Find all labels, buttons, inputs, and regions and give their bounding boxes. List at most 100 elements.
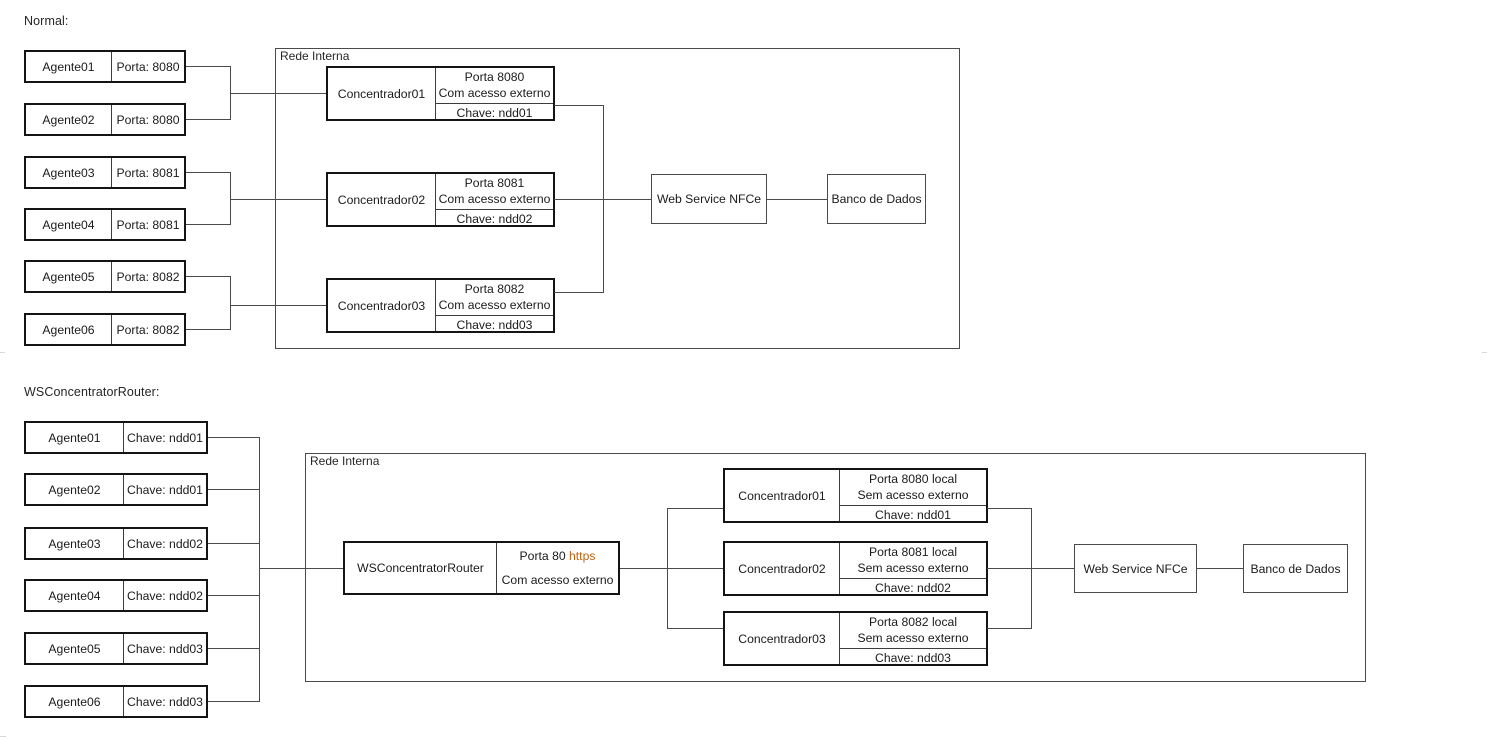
concentrator-box[interactable]: Concentrador01 Porta 8080 local Sem aces… bbox=[723, 468, 988, 523]
web-service-label: Web Service NFCe bbox=[656, 192, 762, 206]
section-heading-router: WSConcentratorRouter: bbox=[24, 385, 160, 399]
agent-name: Agente05 bbox=[26, 262, 112, 291]
connector bbox=[1197, 568, 1243, 569]
concentrator-box[interactable]: Concentrador02 Porta 8081 Com acesso ext… bbox=[326, 172, 555, 227]
agent-key: Chave: ndd01 bbox=[127, 430, 203, 445]
connector bbox=[208, 701, 260, 702]
connector bbox=[230, 93, 326, 94]
concentrator-port: Porta 8082 local bbox=[868, 615, 958, 629]
connector bbox=[186, 276, 231, 277]
section-heading-normal: Normal: bbox=[24, 14, 69, 28]
connector bbox=[186, 119, 231, 120]
connector bbox=[667, 628, 724, 629]
agent-box[interactable]: Agente05 Porta: 8082 bbox=[24, 260, 186, 293]
connector bbox=[186, 172, 231, 173]
agent-port: Porta: 8080 bbox=[116, 112, 180, 127]
connector bbox=[208, 543, 260, 544]
agent-box[interactable]: Agente02 Porta: 8080 bbox=[24, 103, 186, 136]
connector bbox=[208, 648, 260, 649]
connector bbox=[186, 66, 231, 67]
connector bbox=[208, 595, 260, 596]
agent-port: Porta: 8082 bbox=[116, 322, 180, 337]
agent-name: Agente06 bbox=[26, 315, 112, 344]
agent-box[interactable]: Agente03 Chave: ndd02 bbox=[24, 527, 208, 560]
database-label: Banco de Dados bbox=[1250, 561, 1341, 576]
network-boundary-router bbox=[305, 453, 1366, 682]
connector bbox=[230, 199, 326, 200]
agent-name: Agente04 bbox=[26, 210, 112, 239]
router-box[interactable]: WSConcentratorRouter Porta 80 https Com … bbox=[343, 541, 620, 595]
agent-key: Chave: ndd02 bbox=[127, 536, 203, 551]
agent-box[interactable]: Agente04 Porta: 8081 bbox=[24, 208, 186, 241]
agent-box[interactable]: Agente06 Chave: ndd03 bbox=[24, 685, 208, 718]
connector bbox=[554, 105, 604, 106]
connector bbox=[1031, 568, 1075, 569]
page-edge-mark bbox=[0, 736, 6, 737]
agent-port: Porta: 8082 bbox=[116, 269, 180, 284]
database-box[interactable]: Banco de Dados bbox=[827, 174, 926, 224]
database-label: Banco de Dados bbox=[831, 192, 922, 206]
agent-box[interactable]: Agente01 Porta: 8080 bbox=[24, 50, 186, 83]
connector bbox=[186, 224, 231, 225]
concentrator-name: Concentrador02 bbox=[725, 543, 840, 594]
concentrator-port: Porta 8080 bbox=[464, 70, 525, 84]
connector bbox=[259, 568, 344, 569]
concentrator-box[interactable]: Concentrador03 Porta 8082 local Sem aces… bbox=[723, 611, 988, 666]
connector bbox=[667, 568, 724, 569]
concentrator-key: Chave: ndd03 bbox=[456, 317, 533, 332]
connector bbox=[259, 437, 260, 702]
connector bbox=[987, 628, 1032, 629]
concentrator-port: Porta 8081 bbox=[464, 176, 525, 190]
concentrator-key: Chave: ndd01 bbox=[875, 507, 951, 522]
agent-box[interactable]: Agente03 Porta: 8081 bbox=[24, 156, 186, 189]
agent-name: Agente06 bbox=[26, 687, 124, 716]
database-box[interactable]: Banco de Dados bbox=[1243, 544, 1348, 593]
connector bbox=[620, 568, 668, 569]
concentrator-name: Concentrador01 bbox=[328, 68, 436, 119]
agent-box[interactable]: Agente05 Chave: ndd03 bbox=[24, 632, 208, 665]
concentrator-access: Com acesso externo bbox=[438, 192, 551, 206]
router-access: Com acesso externo bbox=[501, 572, 614, 587]
concentrator-key: Chave: ndd03 bbox=[875, 650, 951, 665]
agent-name: Agente05 bbox=[26, 634, 124, 663]
agent-name: Agente03 bbox=[26, 158, 112, 187]
concentrator-name: Concentrador03 bbox=[328, 280, 436, 331]
network-boundary-label-normal: Rede Interna bbox=[278, 49, 353, 63]
agent-key: Chave: ndd01 bbox=[127, 482, 203, 497]
concentrator-port: Porta 8082 bbox=[464, 282, 525, 296]
network-boundary-label-router: Rede Interna bbox=[308, 454, 383, 468]
web-service-box[interactable]: Web Service NFCe bbox=[1074, 544, 1197, 593]
concentrator-key: Chave: ndd02 bbox=[456, 211, 533, 226]
agent-name: Agente02 bbox=[26, 105, 112, 134]
agent-port: Porta: 8081 bbox=[116, 217, 180, 232]
agent-port: Porta: 8081 bbox=[116, 165, 180, 180]
concentrator-box[interactable]: Concentrador01 Porta 8080 Com acesso ext… bbox=[326, 66, 555, 121]
agent-box[interactable]: Agente01 Chave: ndd01 bbox=[24, 421, 208, 454]
connector bbox=[186, 329, 231, 330]
concentrator-access: Sem acesso externo bbox=[857, 561, 969, 575]
page-edge-mark bbox=[0, 352, 5, 353]
concentrator-access: Sem acesso externo bbox=[857, 631, 969, 645]
concentrator-box[interactable]: Concentrador02 Porta 8081 local Sem aces… bbox=[723, 541, 988, 596]
agent-name: Agente01 bbox=[26, 52, 112, 81]
agent-key: Chave: ndd03 bbox=[127, 641, 203, 656]
connector bbox=[230, 276, 231, 330]
concentrator-box[interactable]: Concentrador03 Porta 8082 Com acesso ext… bbox=[326, 278, 555, 333]
router-port-protocol: https bbox=[569, 548, 596, 563]
network-boundary-normal bbox=[275, 48, 960, 349]
connector bbox=[987, 508, 1032, 509]
connector bbox=[667, 508, 724, 509]
page-edge-mark bbox=[1482, 352, 1487, 353]
concentrator-name: Concentrador03 bbox=[725, 613, 840, 664]
web-service-box[interactable]: Web Service NFCe bbox=[651, 174, 767, 224]
concentrator-port: Porta 8081 local bbox=[868, 545, 958, 559]
router-port: Porta 80 https bbox=[520, 549, 596, 564]
agent-port: Porta: 8080 bbox=[116, 59, 180, 74]
concentrator-port: Porta 8080 local bbox=[868, 472, 958, 486]
concentrator-name: Concentrador01 bbox=[725, 470, 840, 521]
agent-box[interactable]: Agente06 Porta: 8082 bbox=[24, 313, 186, 346]
agent-box[interactable]: Agente04 Chave: ndd02 bbox=[24, 579, 208, 612]
connector bbox=[230, 305, 326, 306]
agent-box[interactable]: Agente02 Chave: ndd01 bbox=[24, 473, 208, 506]
agent-key: Chave: ndd03 bbox=[127, 694, 203, 709]
